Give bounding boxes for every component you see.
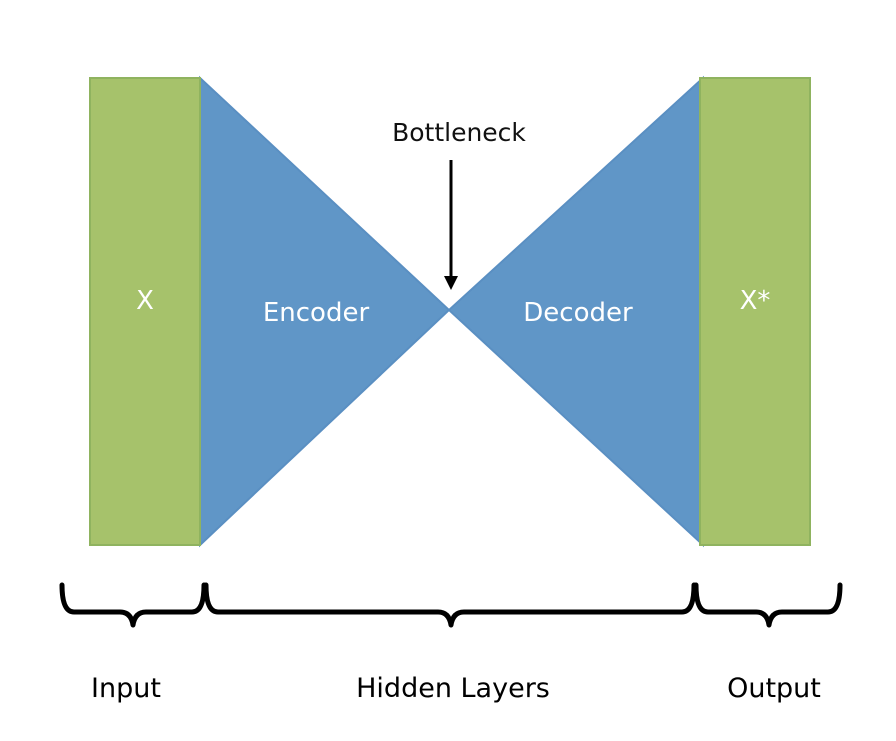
output-x-star-label: X* <box>740 286 771 316</box>
output-brace <box>693 582 843 628</box>
bottleneck-label: Bottleneck <box>392 118 526 147</box>
decoder-label: Decoder <box>523 298 633 328</box>
output-section-label: Output <box>727 673 821 704</box>
input-x-label: X <box>136 286 154 316</box>
hidden-layers-brace <box>203 582 697 628</box>
encoder-label: Encoder <box>263 298 370 328</box>
input-layer-rect <box>89 77 201 546</box>
output-layer-rect <box>699 77 811 546</box>
input-brace <box>59 582 207 628</box>
input-section-label: Input <box>91 673 161 704</box>
hidden-layers-section-label: Hidden Layers <box>356 673 550 704</box>
